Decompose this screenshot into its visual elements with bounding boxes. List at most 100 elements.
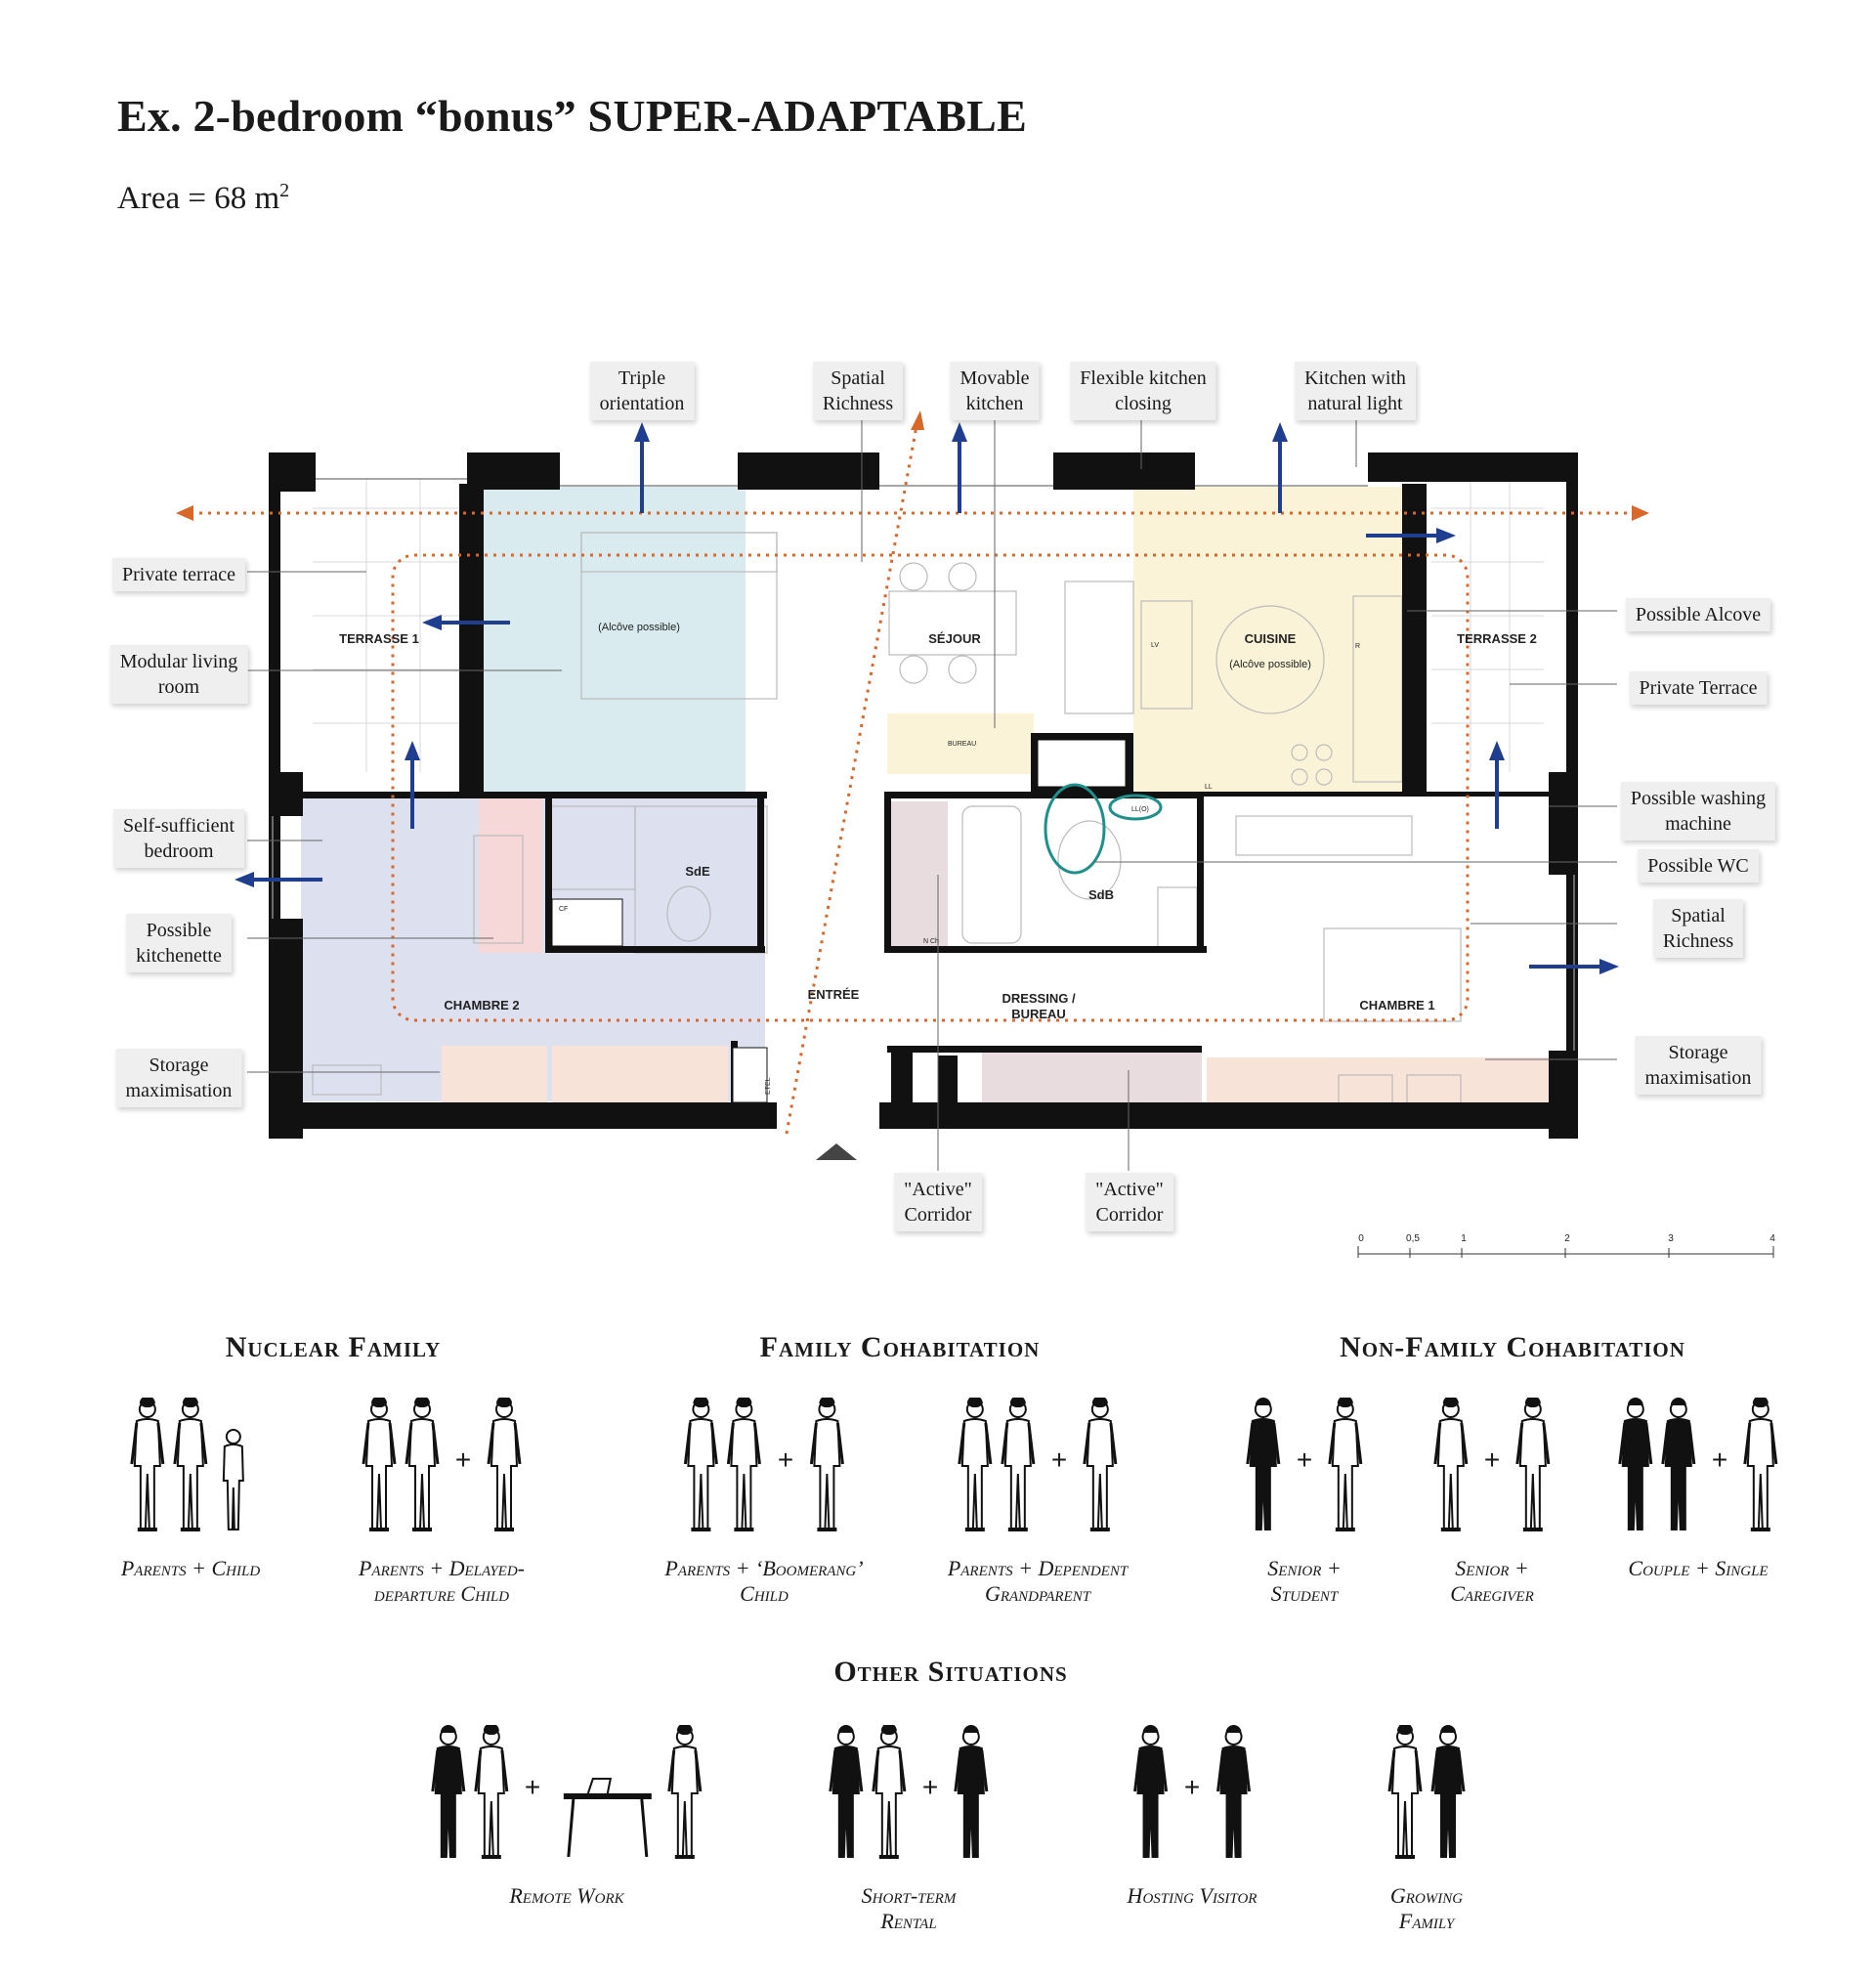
person-icon [683,1398,719,1531]
entrance-marker [816,1143,857,1160]
person-icon [871,1725,907,1859]
scenario-boomerang: + Parents + ‘Boomerang’ Child [664,1388,864,1607]
callout-movable-kitchen: Movable kitchen [950,362,1040,420]
callout-active-corridor-1: "Active" Corridor [894,1173,982,1231]
scenario-hosting-visitor: + Hosting Visitor [1127,1715,1258,1909]
child-icon [222,1429,244,1530]
label-lv: LV [1151,642,1159,649]
scenario-short-term-rental: + Short-term Rental [827,1715,991,1934]
section-other-situations: Other Situations [833,1656,1068,1688]
storage-corridor [982,1048,1202,1104]
scenario-senior-student: + Senior + Student [1244,1388,1365,1607]
floor-plan: TERRASSE 1 (Alcôve possible) SÉJOUR CUIS… [176,410,1775,1258]
scenario-caption: Remote Work [509,1883,624,1908]
orange-arrow-left [176,505,193,521]
person-icon [954,1725,989,1859]
callout-active-corridor-2: "Active" Corridor [1086,1173,1173,1231]
label-cuisine: CUISINE [1245,631,1297,646]
label-ll: LL [1205,784,1213,791]
desk-icon [562,1777,654,1859]
person-icon [361,1398,397,1531]
area-label: Area = 68 m2 [117,180,290,216]
plus-sign: + [454,1444,472,1475]
scenario-caption: Parents + Child [120,1556,261,1580]
person-icon [1618,1398,1653,1531]
person-icon [431,1725,466,1859]
callout-storage-left: Storage maximisation [115,1049,242,1107]
scale-tick-2: 2 [1564,1233,1570,1244]
label-llo: LL(O) [1131,806,1149,813]
person-icon [129,1398,165,1531]
callout-spatial-richness-right: Spatial Richness [1652,899,1744,958]
label-dressing: DRESSING / [1002,991,1076,1006]
person-icon [1432,1398,1469,1531]
callout-triple-orientation: Triple orientation [589,362,695,420]
scenario-caption: Parents + Dependent Grandparent [947,1556,1129,1606]
orange-arrow-up [911,410,924,430]
scale-tick-4: 4 [1769,1233,1775,1244]
circulation-dotted [191,414,1632,1135]
person-icon [487,1398,523,1531]
scenario-caption: Parents + Delayed- departure Child [358,1556,526,1606]
callout-possible-wc: Possible WC [1638,849,1759,883]
label-bureau: BUREAU [948,741,976,748]
person-icon [404,1398,440,1531]
person-icon [1515,1398,1552,1531]
callout-storage-right: Storage maximisation [1635,1036,1762,1095]
scenario-parents-child: Parents + Child [121,1388,260,1581]
plus-sign: + [777,1444,794,1475]
label-alcove-living: (Alcôve possible) [598,622,680,633]
label-sejour: SÉJOUR [928,631,981,646]
blue-arrows [234,422,1619,974]
scenario-remote-work: + Remote Work [429,1715,704,1909]
person-icon [809,1398,845,1531]
scale-tick-05: 0,5 [1406,1233,1420,1244]
section-nuclear-family: Nuclear Family [225,1331,442,1363]
label-chambre2: CHAMBRE 2 [444,998,519,1013]
callout-private-terrace-right: Private Terrace [1629,671,1768,705]
label-r: R [1355,643,1360,650]
callout-modular-living: Modular living room [109,645,248,704]
callout-possible-alcove: Possible Alcove [1625,598,1771,631]
person-icon [1387,1725,1423,1859]
storage-bedroom2-a [442,1046,547,1102]
label-terrasse2: TERRASSE 2 [1457,631,1537,646]
callout-flexible-kitchen: Flexible kitchen closing [1070,362,1216,420]
terrace2-grid [1431,479,1544,772]
kitchen-zone [1133,487,1407,792]
person-icon [172,1398,208,1531]
bureau-zone [887,713,1034,774]
scenario-caption: Growing Family [1389,1883,1464,1933]
person-icon [1246,1398,1281,1531]
plus-sign: + [1483,1444,1501,1475]
person-icon [1133,1725,1169,1859]
teal-marker-large [1044,783,1106,875]
plus-sign: + [1050,1444,1068,1475]
plus-sign: + [921,1772,939,1802]
callout-washing-machine: Possible washing machine [1620,782,1776,840]
scale-tick-3: 3 [1668,1233,1674,1244]
plus-sign: + [1711,1444,1728,1475]
living-zone [484,487,746,792]
plus-sign: + [1183,1772,1201,1802]
furniture [312,532,1462,1105]
scenario-grandparent: + Parents + Dependent Grandparent [948,1388,1128,1607]
person-icon [667,1725,704,1859]
person-icon [829,1725,864,1859]
label-alcove-kitchen: (Alcôve possible) [1229,659,1311,670]
person-icon [473,1725,509,1859]
scale-tick-0: 0 [1358,1233,1364,1244]
callout-private-terrace-left: Private terrace [111,558,246,591]
orange-arrow-right [1632,505,1649,521]
storage-dressing [891,801,948,953]
callout-self-sufficient: Self-sufficient bedroom [112,809,245,868]
person-icon [1430,1725,1466,1859]
label-dressing-bureau: BUREAU [1011,1007,1066,1021]
person-icon [957,1398,993,1531]
label-chambre1: CHAMBRE 1 [1359,998,1434,1013]
label-sdb: SdB [1088,887,1114,902]
person-icon [1083,1398,1119,1531]
scenario-delayed-departure: + Parents + Delayed- departure Child [359,1388,525,1607]
scenario-caption: Hosting Visitor [1127,1883,1258,1908]
scenario-caption: Couple + Single [1628,1556,1769,1580]
